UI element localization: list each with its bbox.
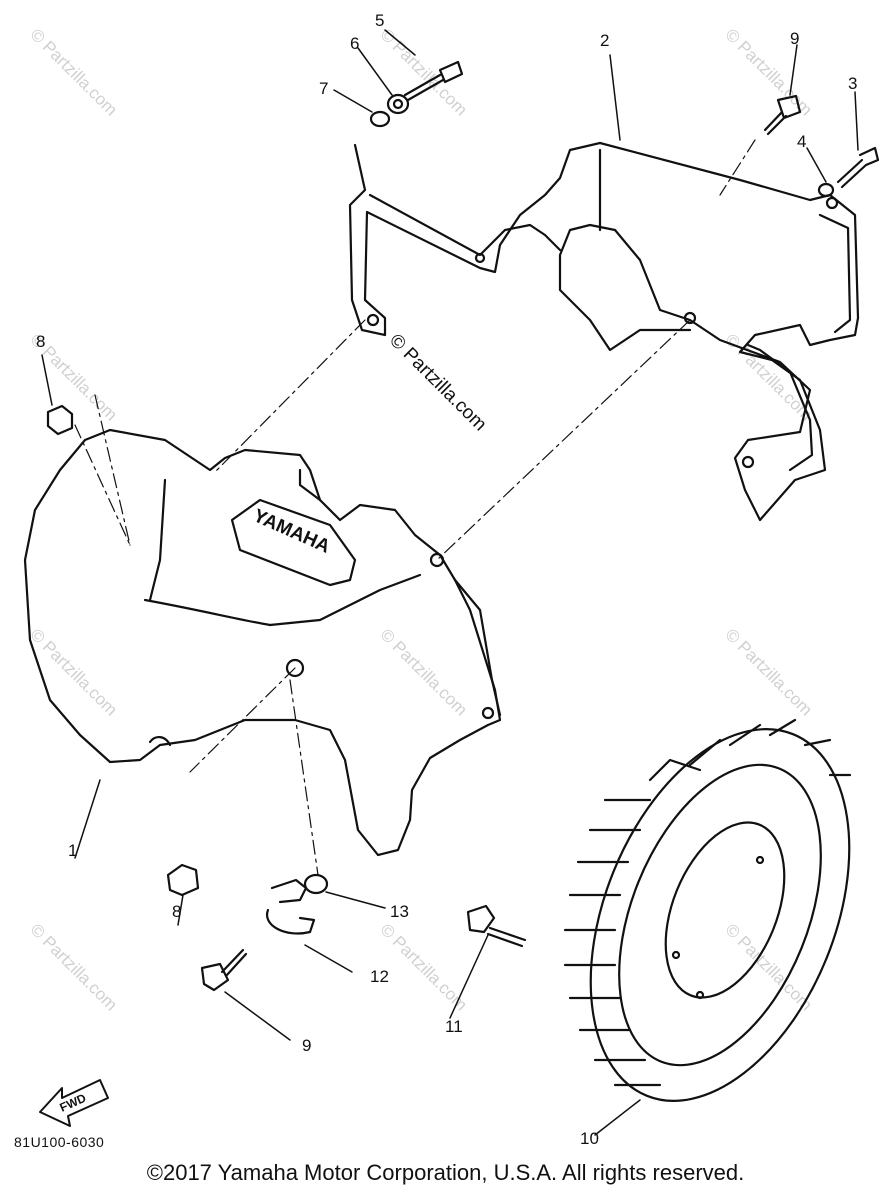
washer-part-6 — [386, 93, 410, 115]
bolt-part-5 — [403, 60, 464, 102]
callout-6: 6 — [350, 34, 360, 53]
callout-5: 5 — [375, 11, 385, 30]
callout-2: 2 — [600, 31, 610, 50]
collar-part-13 — [303, 873, 329, 895]
callout-13: 13 — [390, 902, 409, 921]
callout-3: 3 — [848, 74, 858, 93]
callout-7: 7 — [319, 79, 329, 98]
upper-shroud-part-2 — [348, 141, 860, 522]
callout-11: 11 — [445, 1017, 463, 1036]
callout-9-top: 9 — [790, 29, 800, 48]
callout-10: 10 — [580, 1129, 599, 1148]
callout-9-bottom: 9 — [302, 1036, 312, 1055]
callout-4: 4 — [797, 132, 807, 151]
bolt-part-3 — [836, 146, 880, 189]
callout-1: 1 — [68, 841, 78, 860]
lower-cover-part-1 — [23, 428, 502, 857]
callout-8-top: 8 — [36, 332, 46, 351]
callout-12: 12 — [370, 967, 389, 986]
nut-part-8-top — [46, 404, 74, 436]
nut-part-8-bottom — [166, 863, 200, 897]
washer-part-7 — [369, 110, 391, 128]
clip-part-12 — [265, 878, 316, 935]
diagram-part-code: 81U100-6030 — [14, 1134, 105, 1150]
fwd-arrow — [39, 1079, 109, 1127]
washer-part-4 — [817, 182, 835, 198]
bolt-part-9-bottom — [200, 948, 248, 992]
bolt-part-11 — [466, 904, 527, 948]
callout-8-bottom: 8 — [172, 902, 182, 921]
flywheel-fan-part-10 — [563, 718, 852, 1102]
cover-logo-text: YAMAHA — [250, 505, 333, 558]
copyright-notice: ©2017 Yamaha Motor Corporation, U.S.A. A… — [146, 1160, 745, 1185]
bolt-part-9-top — [763, 94, 802, 136]
